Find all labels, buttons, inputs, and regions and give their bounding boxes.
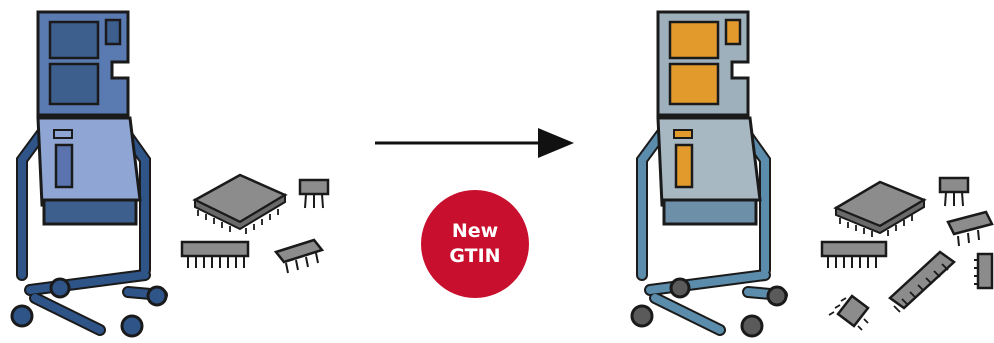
new-components-microchip-icon [820, 176, 994, 331]
badge-line-1: New [451, 220, 499, 242]
old-device-cart-icon [10, 10, 168, 338]
new-device-cart-icon [630, 10, 788, 338]
new-gtin-badge: New GTIN [421, 190, 529, 298]
badge-line-2: GTIN [449, 245, 501, 267]
old-components-microchip-icon [180, 173, 330, 274]
